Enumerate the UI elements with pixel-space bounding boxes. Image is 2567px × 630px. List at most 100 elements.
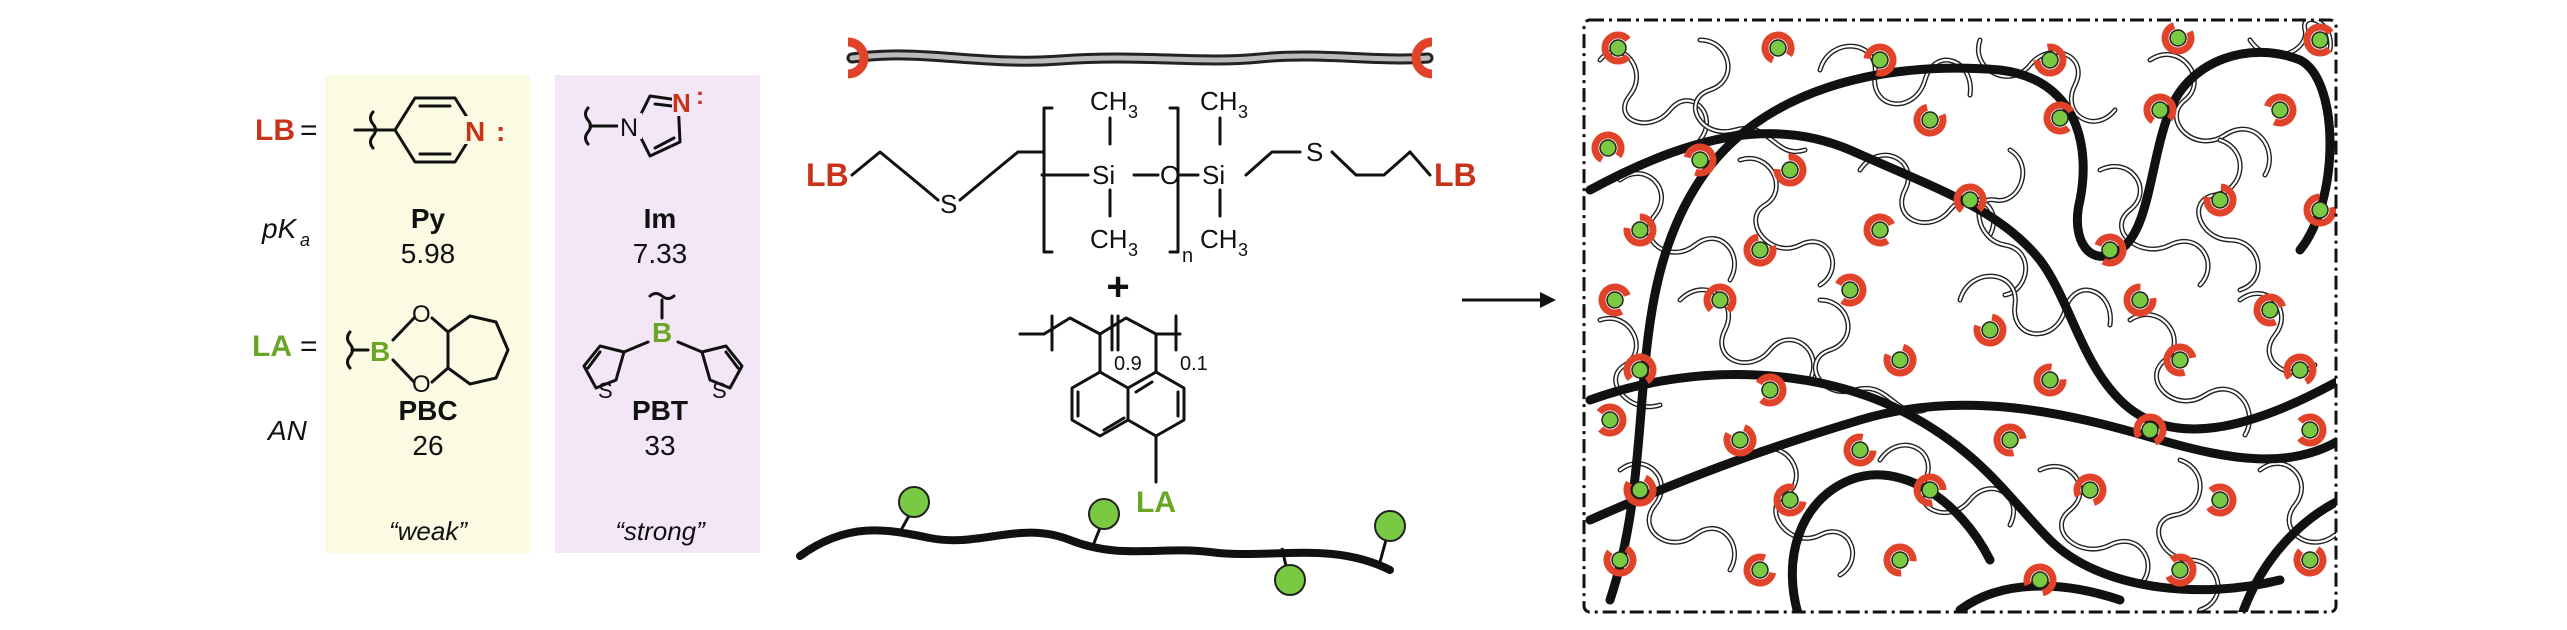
pdms-ch3-1-top: CH — [1090, 86, 1128, 116]
pbc-o2: O — [412, 371, 431, 398]
telechelic-chain-cartoon — [846, 37, 1434, 79]
lb-equals: = — [300, 114, 318, 147]
pendant-chain-cartoon — [796, 486, 1406, 596]
crosslink-marker — [2073, 473, 2107, 506]
crosslink-marker — [1623, 213, 1657, 247]
crosslink-marker — [1973, 313, 2007, 347]
ps-la: LA — [1136, 486, 1176, 519]
lb-label: LB — [255, 114, 295, 147]
pbt-name: PBT — [632, 395, 688, 426]
pbc-b: B — [370, 336, 390, 367]
crosslink-marker — [2163, 343, 2197, 377]
network-cartoon — [1582, 18, 2338, 614]
pdms-ch3-1-bot: CH — [1090, 224, 1128, 254]
crosslink-marker — [2023, 563, 2057, 597]
crosslink-marker — [1683, 143, 1717, 177]
pdms-ch3-2-top-sub: 3 — [1238, 102, 1248, 122]
crosslink-marker — [2264, 93, 2297, 127]
la-equals: = — [300, 330, 318, 363]
pka-sub: a — [300, 230, 310, 250]
weak-caption: “weak” — [389, 516, 468, 546]
pdms-s-left: S — [940, 189, 957, 219]
crosslink-marker — [1953, 183, 1987, 213]
crosslink-marker — [1723, 424, 1757, 457]
crosslink-marker — [1603, 545, 1637, 577]
pbt-an: 33 — [644, 430, 675, 461]
im-name: Im — [644, 203, 677, 234]
pbc-o1: O — [412, 301, 431, 328]
crosslink-marker — [1703, 283, 1737, 314]
crosslink-marker — [1743, 233, 1777, 267]
pdms-ch3-1-bot-sub: 3 — [1128, 240, 1138, 260]
crosslink-marker — [2043, 101, 2075, 135]
imidazole-n1: N — [620, 114, 638, 142]
pyridine-lone-pair: : — [496, 116, 505, 147]
crosslink-marker — [2133, 413, 2167, 446]
pdms-lb-right: LB — [1434, 157, 1477, 193]
crosslink-marker — [1596, 403, 1627, 437]
imidazole-lone-pair: : — [696, 83, 704, 110]
pdms-ch3-2-bot-sub: 3 — [1238, 240, 1248, 260]
pdms-si-1: Si — [1092, 160, 1115, 190]
crosslink-marker — [1743, 553, 1777, 587]
crosslink-marker — [2303, 23, 2334, 57]
pka-label: pK — [261, 213, 298, 244]
pbt-s2: S — [712, 378, 727, 403]
crosslink-marker — [1755, 373, 1787, 407]
polystyrene-copolymer-structure — [1018, 314, 1186, 484]
crosslink-marker — [1993, 423, 2027, 457]
crosslink-marker — [1591, 131, 1625, 163]
pdms-ch3-2-bot: CH — [1200, 224, 1238, 254]
crosslink-marker — [1843, 433, 1877, 467]
pbt-structure — [582, 292, 744, 390]
pdms-o: O — [1160, 160, 1180, 190]
crosslink-marker — [2206, 483, 2237, 517]
crosslink-marker — [1623, 353, 1657, 384]
crosslink-marker — [2143, 93, 2177, 124]
network-frame — [1582, 18, 2338, 614]
plus-sign: + — [1106, 265, 1129, 309]
pdms-structure — [850, 106, 1432, 254]
strong-caption: “strong” — [615, 516, 706, 546]
crosslink-marker — [1773, 483, 1807, 517]
crosslink-marker — [1883, 543, 1917, 577]
pyridine-n: N — [465, 116, 485, 147]
ps-frac-01: 0.1 — [1180, 353, 1208, 375]
crosslink-marker — [1863, 213, 1895, 247]
strong-panel — [555, 75, 760, 553]
pbt-b: B — [652, 317, 672, 348]
crosslink-marker — [2253, 293, 2286, 327]
crosslink-marker — [1773, 153, 1807, 187]
reaction-arrow — [1462, 292, 1556, 308]
py-name: Py — [411, 203, 446, 234]
crosslink-marker — [2033, 43, 2067, 77]
crosslink-marker — [1598, 283, 1631, 317]
imidazole-n3: N — [672, 88, 691, 118]
crosslink-marker — [2094, 233, 2127, 267]
pdms-ch3-1-top-sub: 3 — [1128, 102, 1138, 122]
im-pka: 7.33 — [633, 238, 688, 269]
crosslink-marker — [1883, 343, 1917, 377]
crosslink-marker — [1913, 103, 1947, 137]
crosslink-marker — [2283, 353, 2317, 385]
crosslink-marker — [2293, 546, 2327, 577]
crosslink-marker — [2297, 413, 2327, 447]
crosslink-marker — [2203, 183, 2237, 217]
pdms-s-right: S — [1306, 137, 1323, 167]
crosslink-marker — [1761, 31, 1795, 64]
imidazole-structure — [584, 94, 682, 158]
crosslink-marker — [2303, 193, 2336, 227]
an-label: AN — [266, 415, 308, 446]
py-pka: 5.98 — [401, 238, 456, 269]
pbc-structure — [346, 314, 510, 386]
crosslink-marker — [2033, 363, 2067, 397]
crosslink-marker — [2165, 553, 2197, 587]
pdms-lb-left: LB — [806, 157, 849, 193]
pdms-ch3-2-top: CH — [1200, 86, 1238, 116]
crosslink-marker — [1863, 43, 1897, 77]
crosslink-marker — [1623, 474, 1657, 507]
pdms-n-subscript: n — [1182, 245, 1193, 267]
crosslink-marker — [1913, 473, 1947, 507]
crosslink-marker — [2161, 22, 2195, 55]
